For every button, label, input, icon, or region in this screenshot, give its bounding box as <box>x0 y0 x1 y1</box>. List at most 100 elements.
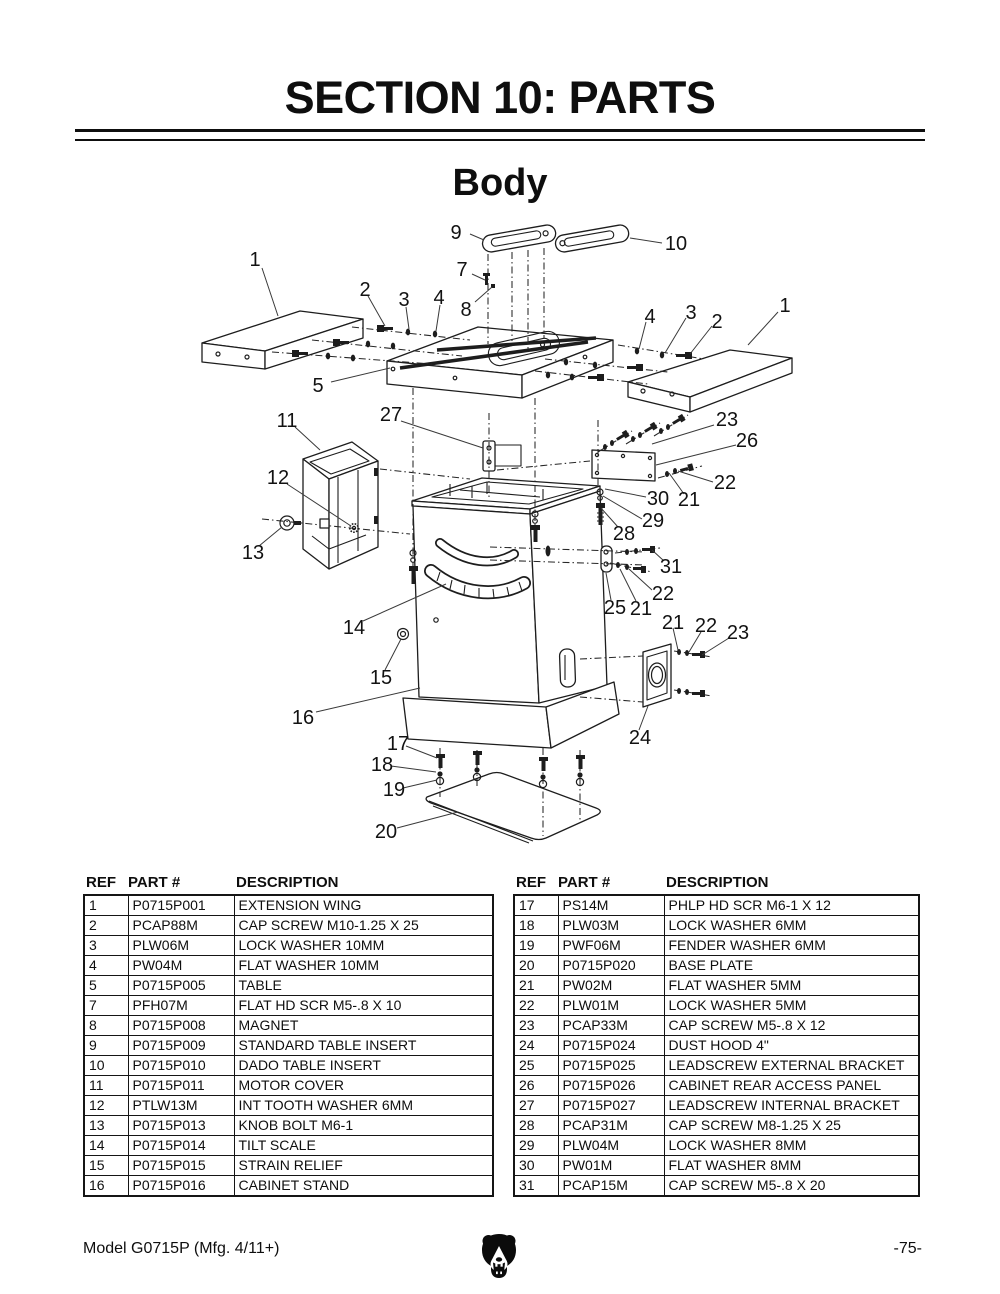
cell-ref: 17 <box>513 894 559 916</box>
callout-23: 23 <box>727 622 749 644</box>
cell-part: PCAP33M <box>557 1015 665 1036</box>
callout-28: 28 <box>613 523 635 545</box>
footer-page-number: -75- <box>893 1240 922 1257</box>
motor-cover <box>302 441 379 570</box>
title-divider <box>75 129 925 141</box>
cell-part: PCAP31M <box>557 1115 665 1136</box>
cell-ref: 13 <box>83 1115 129 1136</box>
cell-ref: 10 <box>83 1055 129 1076</box>
cell-desc: FLAT HD SCR M5-.8 X 10 <box>233 995 494 1016</box>
cell-ref: 9 <box>83 1035 129 1056</box>
cell-part: P0715P025 <box>557 1055 665 1076</box>
cell-desc: LOCK WASHER 8MM <box>663 1135 920 1156</box>
callout-21: 21 <box>678 489 700 511</box>
cell-part: P0715P005 <box>127 975 235 996</box>
cell-desc: BASE PLATE <box>663 955 920 976</box>
callout-2: 2 <box>711 311 722 333</box>
cell-part: P0715P024 <box>557 1035 665 1056</box>
callout-21: 21 <box>662 612 684 634</box>
cell-ref: 31 <box>513 1175 559 1197</box>
callout-20: 20 <box>375 821 397 843</box>
cell-ref: 5 <box>83 975 129 996</box>
cell-part: PFH07M <box>127 995 235 1016</box>
cell-ref: 21 <box>513 975 559 996</box>
cell-part: PW02M <box>557 975 665 996</box>
callout-4: 4 <box>433 287 444 309</box>
callout-23: 23 <box>716 409 738 431</box>
cell-desc: LOCK WASHER 5MM <box>663 995 920 1016</box>
col-header-ref: REF <box>86 874 116 891</box>
callout-21: 21 <box>630 598 652 620</box>
cell-ref: 8 <box>83 1015 129 1036</box>
base-plate <box>425 771 601 844</box>
cell-ref: 25 <box>513 1055 559 1076</box>
cell-desc: PHLP HD SCR M6-1 X 12 <box>663 894 920 916</box>
diagram-title: Body <box>452 162 548 204</box>
col-header-desc: DESCRIPTION <box>236 874 339 891</box>
table <box>386 326 614 399</box>
cell-part: PLW06M <box>127 935 235 956</box>
callout-13: 13 <box>242 542 264 564</box>
cell-ref: 1 <box>83 894 129 916</box>
cell-ref: 15 <box>83 1155 129 1176</box>
callout-4: 4 <box>644 306 655 328</box>
cabinet-stand <box>396 477 620 749</box>
callout-29: 29 <box>642 510 664 532</box>
cell-part: P0715P027 <box>557 1095 665 1116</box>
cell-part: PCAP88M <box>127 915 235 936</box>
cell-ref: 11 <box>83 1075 129 1096</box>
cell-desc: EXTENSION WING <box>233 894 494 916</box>
callout-26: 26 <box>736 430 758 452</box>
callout-3: 3 <box>398 289 409 311</box>
cell-part: P0715P001 <box>127 894 235 916</box>
cell-desc: CAP SCREW M5-.8 X 12 <box>663 1015 920 1036</box>
cell-ref: 16 <box>83 1175 129 1197</box>
callout-22: 22 <box>714 472 736 494</box>
cell-part: P0715P015 <box>127 1155 235 1176</box>
cell-ref: 14 <box>83 1135 129 1156</box>
callout-3: 3 <box>685 302 696 324</box>
cell-desc: CAP SCREW M8-1.25 X 25 <box>663 1115 920 1136</box>
cell-part: P0715P014 <box>127 1135 235 1156</box>
col-header-part: PART # <box>558 874 611 891</box>
cell-part: PLW01M <box>557 995 665 1016</box>
cell-desc: DUST HOOD 4" <box>663 1035 920 1056</box>
extension-wing-left <box>201 310 364 370</box>
col-header-part: PART # <box>128 874 181 891</box>
callout-27: 27 <box>380 404 402 426</box>
cell-desc: INT TOOTH WASHER 6MM <box>233 1095 494 1116</box>
callout-7: 7 <box>456 259 467 281</box>
cell-desc: CAP SCREW M10-1.25 X 25 <box>233 915 494 936</box>
callout-18: 18 <box>371 754 393 776</box>
col-header-ref: REF <box>516 874 546 891</box>
cell-part: PW01M <box>557 1155 665 1176</box>
callout-22: 22 <box>652 583 674 605</box>
cell-part: P0715P009 <box>127 1035 235 1056</box>
callout-15: 15 <box>370 667 392 689</box>
cell-desc: STANDARD TABLE INSERT <box>233 1035 494 1056</box>
cell-desc: LEADSCREW EXTERNAL BRACKET <box>663 1055 920 1076</box>
callout-1: 1 <box>779 295 790 317</box>
cell-desc: MOTOR COVER <box>233 1075 494 1096</box>
cell-desc: LOCK WASHER 6MM <box>663 915 920 936</box>
